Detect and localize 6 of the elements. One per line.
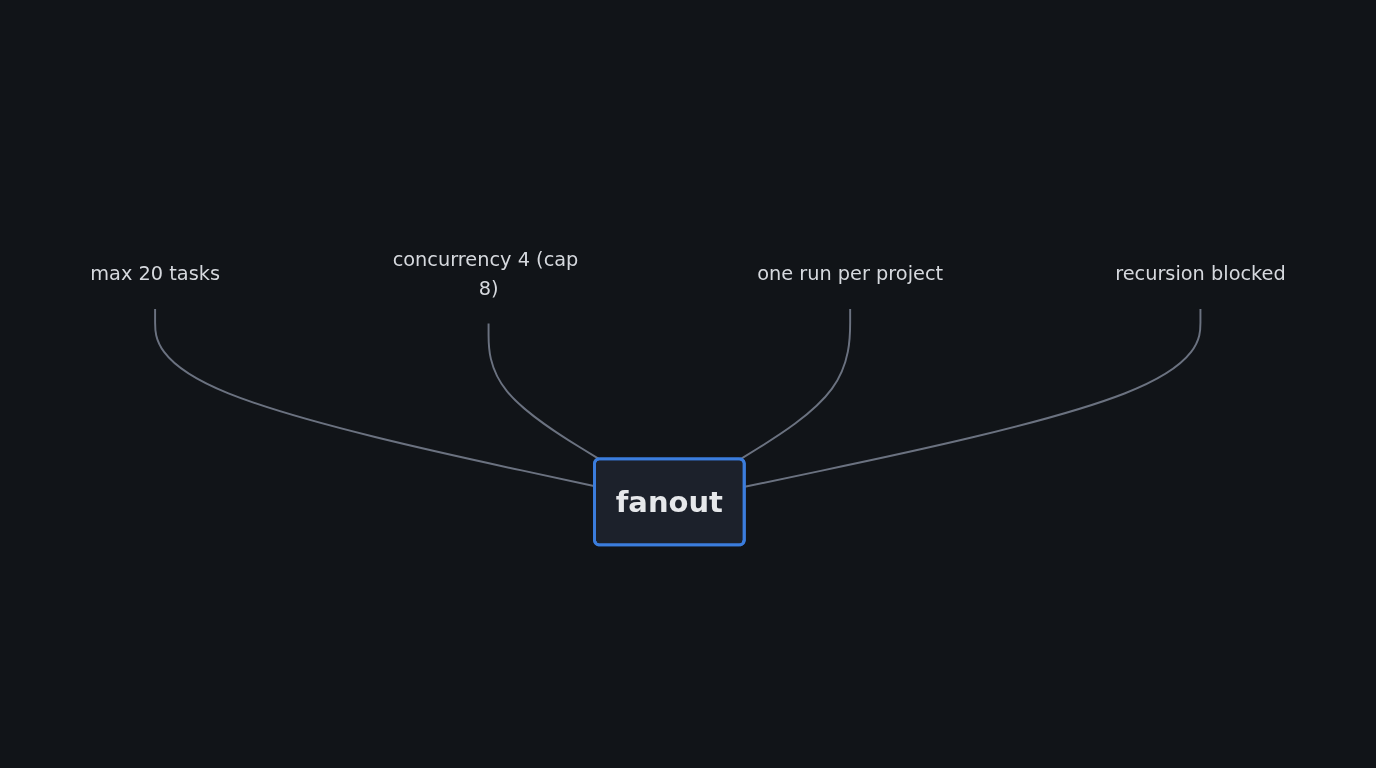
- connector: [487, 322, 601, 461]
- connector: [739, 308, 852, 461]
- node-text: one run per project: [757, 261, 944, 285]
- node-text: recursion blocked: [1115, 261, 1286, 285]
- node-text: max 20 tasks: [90, 261, 220, 285]
- node-text: concurrency 4 (cap 8): [392, 247, 579, 300]
